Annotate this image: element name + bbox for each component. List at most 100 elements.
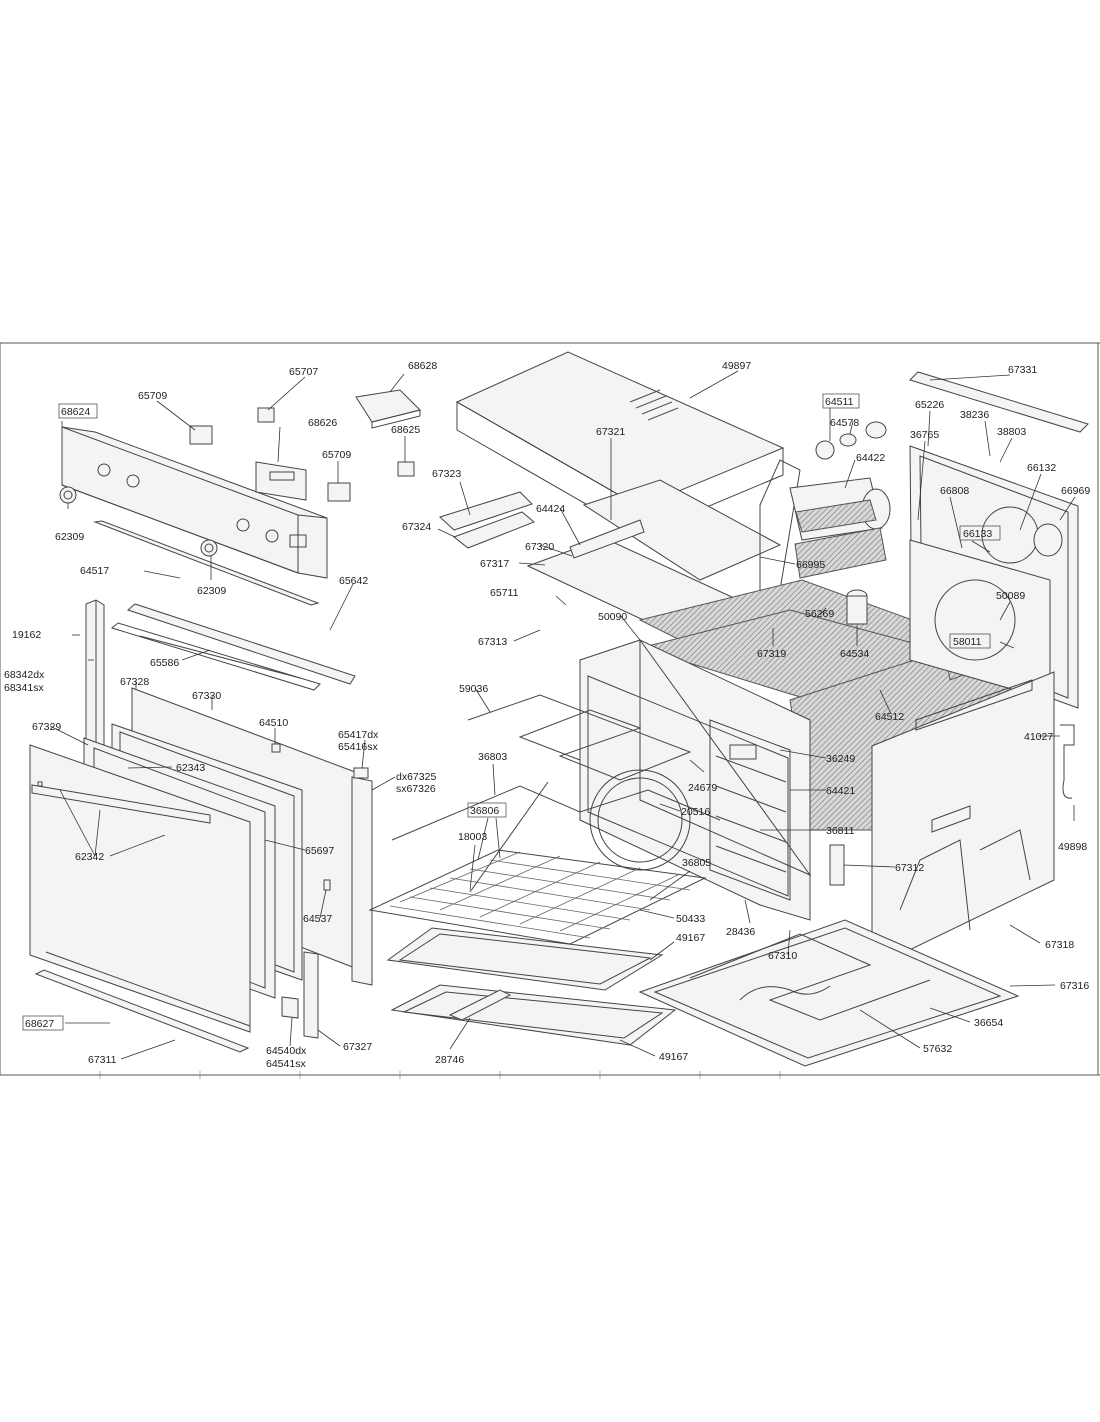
part-label-64578: 64578 (830, 417, 859, 429)
part-label-67317: 67317 (480, 558, 509, 570)
rotisserie-part (391, 781, 721, 893)
part-label-67319: 67319 (757, 648, 786, 660)
cable-part (1060, 724, 1075, 799)
part-label-57632: 57632 (923, 1043, 952, 1055)
part-label-28746: 28746 (435, 1054, 464, 1066)
reference-boxes (22, 393, 1001, 1031)
part-label-67311: 67311 (88, 1054, 117, 1066)
part-label-67330: 67330 (192, 690, 221, 702)
part-label-64511: 64511 (825, 396, 854, 408)
part-label-49167: 49167 (676, 932, 705, 944)
part-label-38236: 38236 (960, 409, 989, 421)
part-label-68625: 68625 (391, 424, 420, 436)
part-label-66969: 66969 (1061, 485, 1090, 497)
part-label-64534: 64534 (840, 648, 869, 660)
part-label-19162: 19162 (12, 629, 41, 641)
part-label-68627: 68627 (25, 1018, 54, 1030)
part-label-65226: 65226 (915, 399, 944, 411)
bottom-panel-part (638, 919, 1020, 1067)
lamp-parts (815, 421, 887, 460)
part-label-65586: 65586 (150, 657, 179, 669)
part-label-68624: 68624 (61, 406, 90, 418)
part-label-68626: 68626 (308, 417, 337, 429)
door-bottom-profile-part (34, 969, 250, 1053)
leader-lines (49, 370, 1076, 1060)
control-panel-part (61, 426, 328, 579)
part-label-64537: 64537 (303, 913, 332, 925)
trim-strip-part (93, 520, 320, 606)
part-label-66995: 66995 (796, 559, 825, 571)
part-label-67313: 67313 (478, 636, 507, 648)
part-label-64424: 64424 (536, 503, 565, 515)
door-rail-parts (110, 603, 356, 691)
part-label-36803: 36803 (478, 751, 507, 763)
part-label-67326: sx67326 (396, 783, 436, 795)
part-label-62309-center: 62309 (197, 585, 226, 597)
part-label-66808: 66808 (940, 485, 969, 497)
upper-heating-element-part (467, 694, 692, 781)
side-panel-part (871, 671, 1055, 969)
part-label-24679: 24679 (688, 782, 717, 794)
part-label-67328: 67328 (120, 676, 149, 688)
part-label-65697: 65697 (305, 845, 334, 857)
part-label-50089: 50089 (996, 590, 1025, 602)
grill-element-part (789, 477, 891, 541)
part-label-67329: 67329 (32, 721, 61, 733)
part-label-67320: 67320 (525, 541, 554, 553)
drip-tray-parts (386, 927, 677, 1046)
part-label-67321: 67321 (596, 426, 625, 438)
part-label-68341: 68341sx (4, 682, 44, 694)
part-label-68628: 68628 (408, 360, 437, 372)
part-label-36805: 36805 (682, 857, 711, 869)
part-label-67318: 67318 (1045, 939, 1074, 951)
small-bracket-parts (189, 407, 415, 502)
part-label-68342: 68342dx (4, 669, 45, 681)
outer-door-part (29, 744, 251, 1033)
part-label-65707: 65707 (289, 366, 318, 378)
fan-cover-part (909, 539, 1051, 701)
part-label-36811: 36811 (826, 825, 855, 837)
part-label-65709-right: 65709 (322, 449, 351, 461)
part-label-49897: 49897 (722, 360, 751, 372)
part-label-67331: 67331 (1008, 364, 1037, 376)
part-label-58011: 58011 (953, 636, 982, 648)
part-label-36765: 36765 (910, 429, 939, 441)
knob-part (59, 486, 218, 557)
hinge-parts (271, 743, 373, 1039)
part-label-67310: 67310 (768, 950, 797, 962)
duct-part (569, 519, 645, 559)
sensor-part (829, 844, 845, 886)
part-label-64422: 64422 (856, 452, 885, 464)
part-label-64541: 64541sx (266, 1058, 306, 1070)
part-label-67316: 67316 (1060, 980, 1089, 992)
part-label-64517: 64517 (80, 565, 109, 577)
part-label-59036: 59036 (459, 683, 488, 695)
part-label-64421: 64421 (826, 785, 855, 797)
part-drawings (29, 351, 1089, 1067)
diagram-frame (0, 342, 1100, 1079)
part-label-66132: 66132 (1027, 462, 1056, 474)
top-strip-part (909, 371, 1089, 433)
part-label-65417: 65417dx (338, 729, 379, 741)
small-plate-parts (439, 491, 535, 549)
thermostat-part (846, 589, 868, 625)
part-label-62343: 62343 (176, 762, 205, 774)
part-label-65709: 65709 (138, 390, 167, 402)
part-label-67323: 67323 (432, 468, 461, 480)
programmer-module-part (355, 389, 421, 429)
part-label-67327: 67327 (343, 1041, 372, 1053)
wire-rack-part (368, 849, 707, 945)
part-label-67312: 67312 (895, 862, 924, 874)
part-label-64540: 64540dx (266, 1045, 307, 1057)
part-label-67325: dx67325 (396, 771, 436, 783)
part-label-49898: 49898 (1058, 841, 1087, 853)
part-label-36249: 36249 (826, 753, 855, 765)
part-label-36654: 36654 (974, 1017, 1003, 1029)
tray-handle-part (448, 989, 512, 1021)
part-label-67324: 67324 (402, 521, 431, 533)
part-label-50090: 50090 (598, 611, 627, 623)
part-label-65416: 65416sx (338, 741, 378, 753)
part-label-41027: 41027 (1024, 731, 1053, 743)
side-rack-parts (709, 719, 791, 901)
